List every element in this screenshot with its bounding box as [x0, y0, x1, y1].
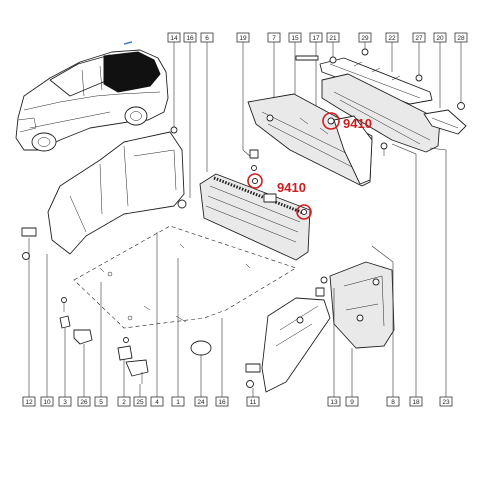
svg-text:6: 6: [205, 35, 209, 42]
callout-1: 1: [171, 396, 185, 407]
callout-26: 26: [77, 396, 91, 407]
bottom-leader-lines: [28, 143, 447, 397]
callout-18: 18: [409, 396, 423, 407]
svg-text:1: 1: [176, 399, 180, 406]
callout-27: 27: [412, 32, 426, 43]
callout-21: 21: [326, 32, 340, 43]
svg-text:23: 23: [442, 399, 450, 406]
svg-text:13: 13: [330, 399, 338, 406]
callout-3: 3: [58, 396, 72, 407]
left-side-trim: [47, 126, 187, 255]
svg-text:24: 24: [197, 399, 205, 406]
callout-2: 2: [117, 396, 131, 407]
callout-25: 25: [133, 396, 147, 407]
svg-text:4: 4: [155, 399, 159, 406]
callout-23: 23: [439, 396, 453, 407]
svg-text:29: 29: [361, 35, 369, 42]
svg-text:5: 5: [99, 399, 103, 406]
callout-15: 15: [288, 32, 302, 43]
callout-28: 28: [454, 32, 468, 43]
svg-text:16: 16: [218, 399, 226, 406]
svg-text:11: 11: [250, 399, 257, 406]
callout-16-bottom: 16: [215, 396, 229, 407]
svg-text:7: 7: [272, 35, 276, 42]
right-side-trim: [261, 261, 395, 393]
highlight-label-upper: 9410: [343, 116, 372, 131]
callout-4: 4: [150, 396, 164, 407]
svg-text:22: 22: [388, 35, 396, 42]
callout-29: 29: [358, 32, 372, 43]
svg-text:19: 19: [239, 35, 247, 42]
svg-text:14: 14: [170, 35, 178, 42]
bottom-callouts: 12 10 3 26 5 2 25 4: [22, 396, 453, 407]
callout-20: 20: [433, 32, 447, 43]
svg-text:3: 3: [63, 399, 67, 406]
top-callouts: 14 16 6 19 7 15 17 21: [167, 32, 468, 43]
svg-text:2: 2: [122, 399, 126, 406]
parcel-shelf-assembly: [295, 48, 467, 156]
svg-text:25: 25: [136, 399, 144, 406]
callout-7: 7: [267, 32, 281, 43]
callout-6: 6: [200, 32, 214, 43]
svg-text:26: 26: [80, 399, 88, 406]
svg-text:18: 18: [412, 399, 420, 406]
svg-text:15: 15: [291, 35, 299, 42]
callout-14: 14: [167, 32, 181, 43]
callout-12: 12: [22, 396, 36, 407]
callout-9: 9: [345, 396, 359, 407]
highlight-circle-lower-right: [296, 204, 312, 220]
svg-text:10: 10: [43, 399, 51, 406]
svg-text:16: 16: [186, 35, 194, 42]
callout-19: 19: [236, 32, 250, 43]
callout-10: 10: [40, 396, 54, 407]
callout-16-top: 16: [183, 32, 197, 43]
callout-5: 5: [94, 396, 108, 407]
highlight-circle-lower-left: [247, 173, 263, 189]
callout-8: 8: [386, 396, 400, 407]
svg-text:17: 17: [312, 35, 320, 42]
boot-floor-panel: [73, 225, 297, 356]
highlight-label-lower: 9410: [277, 180, 306, 195]
svg-text:27: 27: [415, 35, 423, 42]
callout-24: 24: [194, 396, 208, 407]
svg-text:21: 21: [329, 35, 337, 42]
svg-text:28: 28: [457, 35, 465, 42]
top-leader-lines: [173, 42, 462, 198]
callout-13: 13: [327, 396, 341, 407]
callout-22: 22: [385, 32, 399, 43]
svg-text:8: 8: [391, 399, 395, 406]
callout-17: 17: [309, 32, 323, 43]
car-illustration: [15, 41, 169, 152]
svg-text:9: 9: [350, 399, 354, 406]
boot-sill-trim: 9410: [199, 173, 312, 261]
rear-closing-panel: 9410: [247, 93, 373, 187]
svg-text:20: 20: [436, 35, 444, 42]
callout-11: 11: [246, 396, 260, 407]
small-fixings: [21, 149, 261, 388]
svg-text:12: 12: [25, 399, 33, 406]
highlight-circle-upper: [322, 112, 340, 130]
